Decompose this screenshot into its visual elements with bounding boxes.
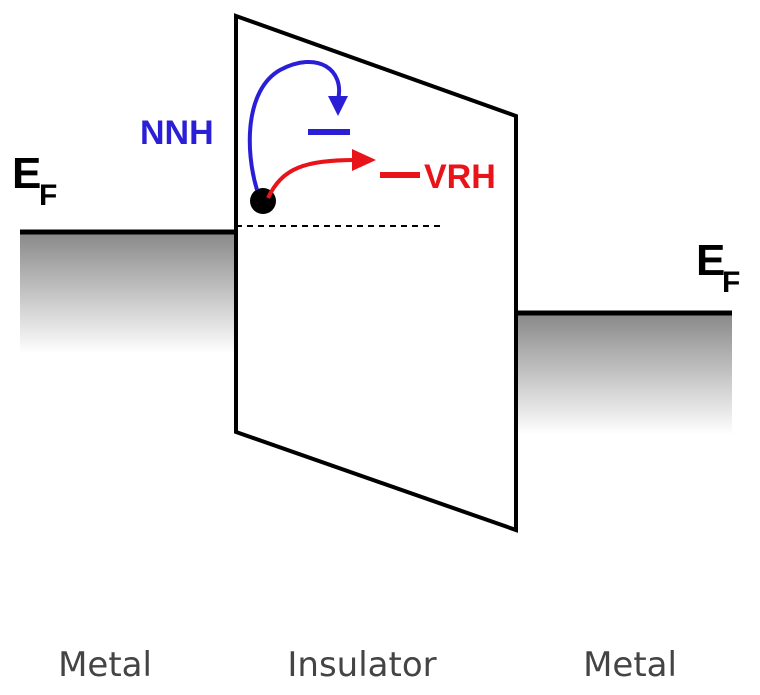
left-metal-label: Metal <box>58 645 152 685</box>
vrh-label: VRH <box>424 158 496 196</box>
nnh-label: NNH <box>140 114 214 152</box>
vrh-arrow-path <box>266 158 357 199</box>
nnh-arrow-path <box>247 59 342 191</box>
right-metal-band <box>516 315 732 435</box>
right-fermi-subscript: F <box>722 266 740 299</box>
right-fermi-label: E <box>696 236 725 285</box>
left-metal-band <box>20 234 236 354</box>
right-metal-label: Metal <box>583 645 677 685</box>
left-fermi-subscript: F <box>39 179 57 212</box>
insulator-barrier <box>234 13 518 533</box>
nnh-arrow-head <box>328 96 348 116</box>
insulator-label: Insulator <box>287 645 436 685</box>
vrh-arrow-head <box>352 149 376 171</box>
left-fermi-label: E <box>12 149 41 198</box>
